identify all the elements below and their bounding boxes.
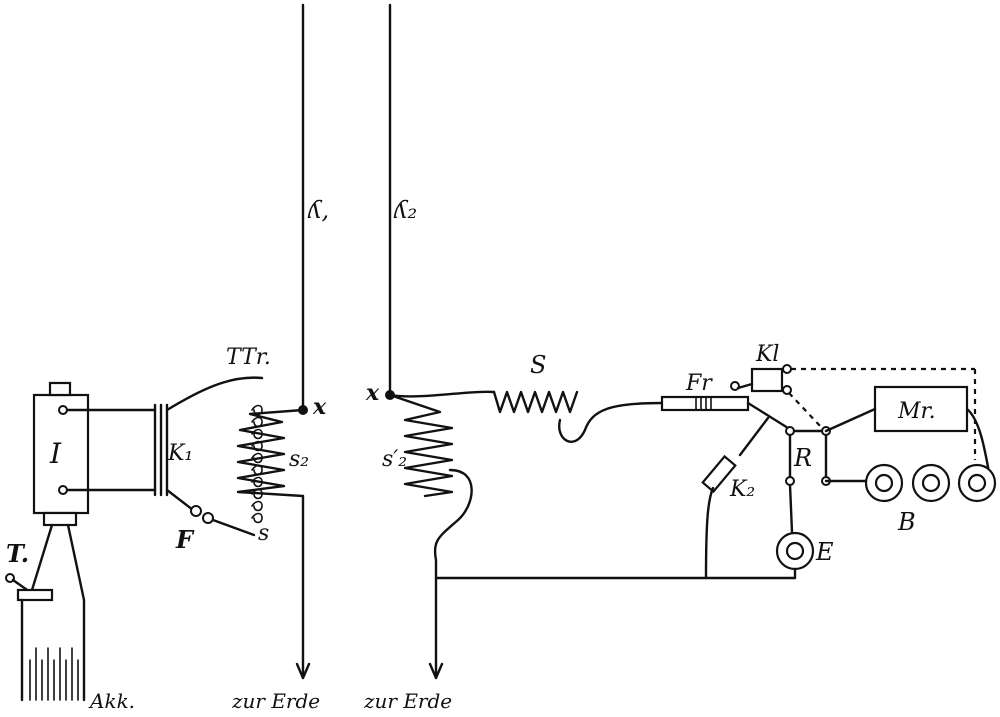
junction-x-left-label: x <box>312 394 327 420</box>
accumulator-battery <box>20 598 86 702</box>
coil-S-label: S <box>530 351 546 379</box>
accumulator-label: Akk. <box>88 689 135 713</box>
coil-S-return <box>558 401 664 443</box>
klopfer-terminal-lower <box>782 385 792 395</box>
capacitor-K2-label: K₂ <box>729 477 755 502</box>
battery-B-label: B <box>897 508 916 536</box>
capacitor-K1 <box>153 403 169 497</box>
klopfer-Kl <box>750 367 784 393</box>
secondary-coil-s2 <box>236 408 305 498</box>
ground-arrow-right <box>428 662 444 680</box>
capacitor-K1-label: K₁ <box>167 441 193 466</box>
wire-K2-down <box>704 486 715 580</box>
antenna-1-label: ʎ, <box>307 196 329 224</box>
coherer-Fr-label: Fr <box>685 371 713 396</box>
key-T-body <box>16 588 54 602</box>
secondary-coil-s2-label: s₂ <box>289 447 309 472</box>
element-E-label: E <box>815 538 834 566</box>
wire-x-to-coil-S <box>388 390 496 398</box>
wire-coherer-to-K2 <box>738 416 770 457</box>
antenna-2-label: ʎ₂ <box>393 196 417 224</box>
wire-coherer-to-klopfer <box>736 382 754 390</box>
ground-label-right: zur Erde <box>363 689 452 713</box>
wire-relay-to-morse <box>824 407 877 433</box>
ground-arrow-left <box>295 662 311 680</box>
morse-writer-Mr-label: Mr. <box>897 399 936 424</box>
coil-s2-prime-label: s′₂ <box>382 447 407 472</box>
dashed-link-klopfer-down <box>788 392 823 429</box>
klopfer-Kl-label: Kl <box>755 342 779 367</box>
coherer-Fr <box>660 395 750 412</box>
wire-I-to-key-2 <box>66 523 86 602</box>
wire-K1-to-spark-gap <box>165 488 195 512</box>
inductor-I-cap <box>48 381 72 397</box>
key-T-label: T. <box>6 539 29 568</box>
coil-S <box>492 390 579 414</box>
ground-label-left: zur Erde <box>231 689 320 713</box>
transformer-primary-loops <box>251 404 263 524</box>
battery-B <box>864 463 997 503</box>
spark-gap-ball-2 <box>202 512 214 524</box>
relay-R-label: R <box>793 444 812 472</box>
junction-x-right-label: x <box>365 380 380 406</box>
spark-gap-ball-1 <box>190 505 202 517</box>
wire-spark-to-switch <box>211 518 256 537</box>
wire-K1-to-transformer-top <box>165 376 264 412</box>
transformer-label: TTr. <box>226 345 271 370</box>
inductor-I-label: I <box>49 437 62 470</box>
element-E-inner <box>785 541 805 561</box>
coil-s2-prime-tail <box>433 468 473 678</box>
klopfer-terminal-right <box>782 364 792 374</box>
switch-s-label: s <box>258 521 269 546</box>
spark-gap-label: F <box>175 525 195 554</box>
wire-coherer-to-relay <box>746 401 790 430</box>
inductor-I-base <box>42 511 78 527</box>
capacitor-K2 <box>701 454 737 494</box>
relay-terminal-bl <box>785 476 795 486</box>
wire-relay-to-element <box>788 483 794 534</box>
coherer-Fr-filings <box>695 397 712 410</box>
wire-I-to-key-1 <box>30 523 54 592</box>
coil-s2-prime <box>388 393 454 498</box>
